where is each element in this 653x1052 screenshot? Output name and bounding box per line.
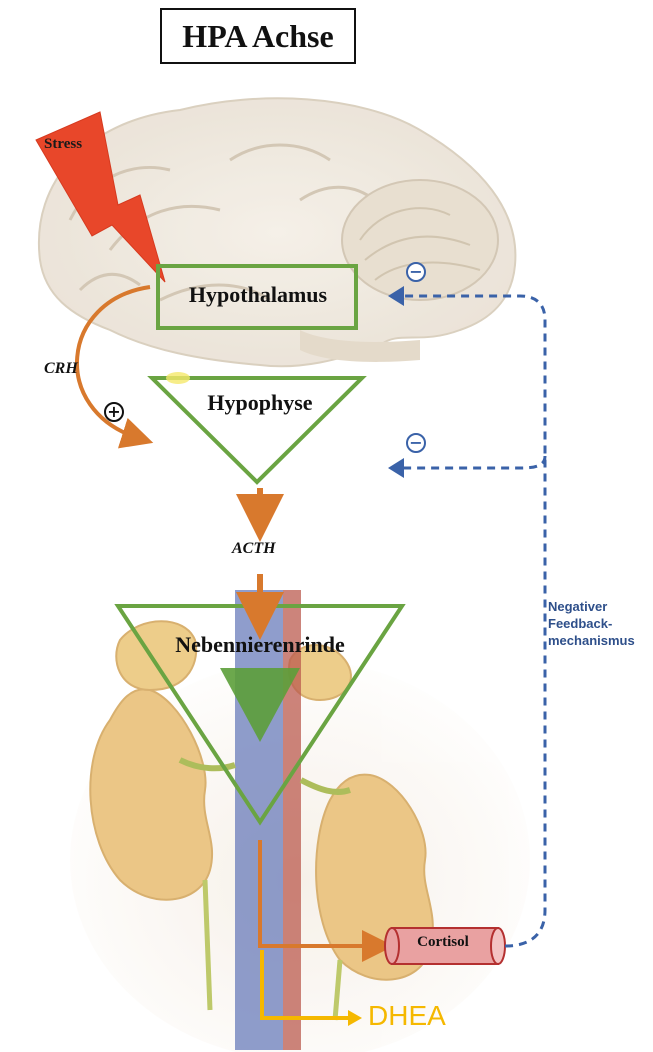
- cortisol-label: Cortisol: [388, 934, 498, 951]
- hypothalamus-label: Hypothalamus: [160, 282, 356, 308]
- stress-label: Stress: [44, 136, 82, 153]
- feedback-label: Negativer Feedback- mechanismus: [548, 598, 635, 649]
- hypophyse-label: Hypophyse: [175, 390, 345, 416]
- stimulation-plus-icon: +: [104, 402, 124, 422]
- acth-label: ACTH: [232, 540, 276, 558]
- feedback-arrowhead-hypophyse: [388, 458, 404, 478]
- kidney-illustration: [70, 590, 530, 1052]
- feedback-line-branch: [400, 456, 545, 468]
- diagram-title: HPA Achse: [160, 8, 356, 64]
- inhibition-minus-icon-hypophyse: −: [406, 433, 426, 453]
- crh-label: CRH: [44, 360, 78, 378]
- inhibition-minus-icon-hypothalamus: −: [406, 262, 426, 282]
- nebennierenrinde-label: Nebennierenrinde: [140, 632, 380, 658]
- dhea-label: DHEA: [368, 1000, 446, 1032]
